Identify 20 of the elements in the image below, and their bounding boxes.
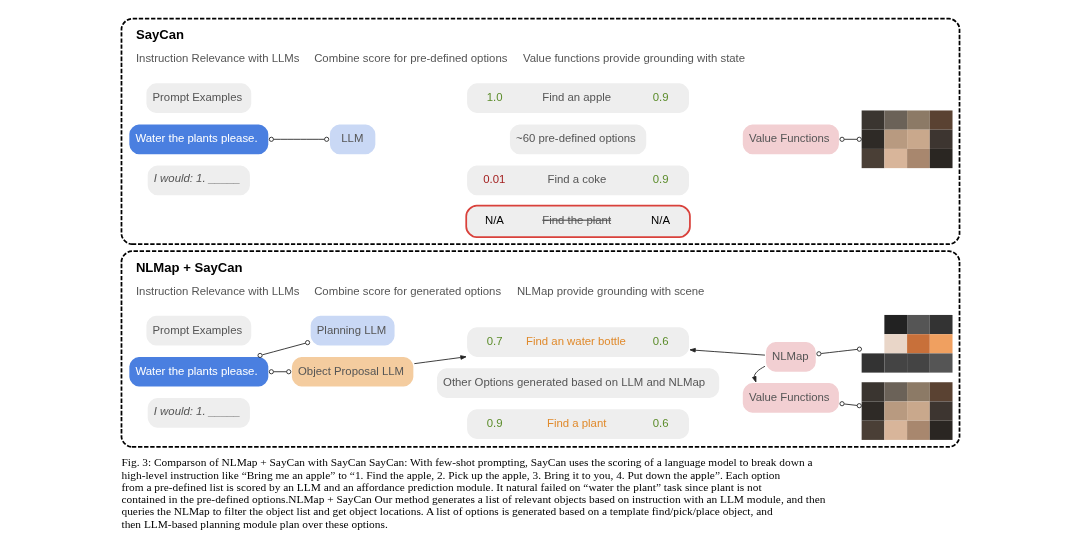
connector (268, 136, 329, 142)
arrow (413, 355, 466, 365)
node-box: Object Proposal LLM (289, 355, 415, 389)
connector (839, 401, 862, 409)
arrow (689, 347, 765, 356)
connector (257, 340, 310, 358)
node-box: Value Functions (740, 381, 841, 415)
node-box: LLM (327, 122, 377, 156)
node-box: Planning LLM (308, 314, 396, 348)
node-box: Water the plants please. (127, 122, 270, 156)
node-box: N/A Find the plant N/A (464, 204, 691, 239)
node-box: NLMap (763, 340, 817, 374)
connector (839, 136, 862, 142)
connector (815, 346, 862, 357)
node-box: Water the plants please. (127, 355, 270, 389)
caption: Fig. 3: Comparson of NLMap + SayCan with SayCan SayCan: With few-shot prompting, SayCan uses the scoring of a language model to break down a high-level instruction like “Bring me an apple” to “1. Find the apple, 2. Pick up the apple, 3. Bring it to you, 4. Put down the apple”. Each option from a pre-defined list is scored by an LLM and an affordance prediction module. It natural failed on “water the plant” task since plant is not contained in the pre-defined options.NLMap + SayCan Our method generates a list of relevant objects based on instruction with an LLM module, and then queries the NLMap to filter the object list and get object locations. A list of options is generated based on a template find/pick/place object, and then LLM-based planning module plan over these options. (120, 456, 825, 530)
node-box: 0.7 Find an water bottle 0.6 (464, 325, 691, 359)
node-box: Value Functions (740, 122, 841, 156)
arrow (751, 365, 765, 383)
connector (268, 369, 291, 375)
